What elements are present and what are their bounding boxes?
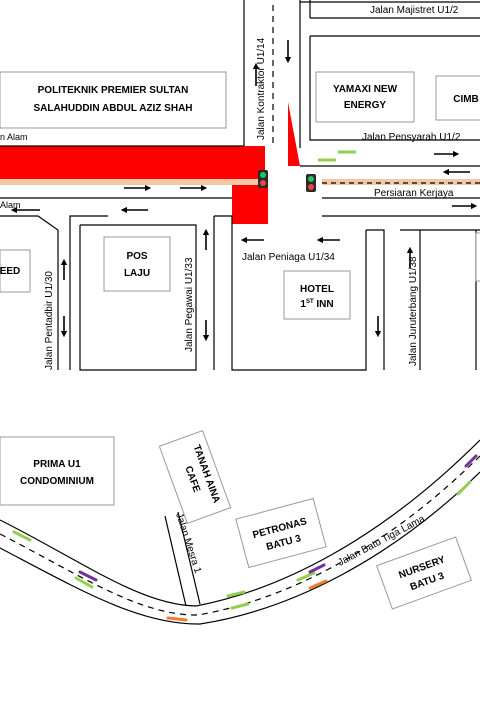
- batu-tiga-centre: [0, 455, 480, 616]
- lane-purple-b3: [464, 454, 478, 468]
- pentadbir-east-block: [69, 215, 108, 370]
- label-yamaxi-1: YAMAXI NEW: [333, 84, 398, 95]
- lane-marks-top: [318, 150, 356, 162]
- building-box-yamaxi: [315, 71, 415, 123]
- direction-arrows: [10, 40, 478, 342]
- building-box-hotel: [283, 270, 351, 320]
- label-persiaran: Persiaran Kerjaya: [374, 188, 454, 199]
- lane-green-b6: [456, 480, 472, 496]
- label-pos-1: POS: [126, 251, 147, 262]
- label-pegawai: Jalan Pegawai U1/33: [184, 257, 195, 352]
- label-yamaxi-2: ENERGY: [344, 100, 387, 111]
- building-box-cimb: [435, 75, 480, 121]
- lane-purple-b2: [308, 563, 326, 574]
- building-box-petronas: [235, 497, 327, 569]
- label-cimb: CIMB: [453, 94, 479, 105]
- juruterbang-west: [366, 229, 385, 370]
- label-hotel-2: 1ST INN: [300, 299, 333, 310]
- traffic-light-east: [306, 174, 316, 192]
- pegawai-block: [79, 224, 197, 371]
- pentadbir-west-block: [0, 215, 59, 370]
- congestion-junction-south: [232, 184, 268, 224]
- lane-purple-b1: [78, 570, 98, 582]
- mesra-edge-west: [164, 515, 187, 607]
- label-peniaga: Jalan Peniaga U1/34: [242, 252, 335, 263]
- building-box-prima: [0, 436, 115, 506]
- label-pentadbir: Jalan Pentadbir U1/30: [44, 271, 55, 370]
- label-pos-2: LAJU: [124, 268, 150, 279]
- label-kontraktor: Jalan Kontraktor U1/14: [256, 37, 267, 140]
- lane-green-b5: [296, 571, 316, 582]
- label-speed: EED: [0, 266, 20, 277]
- building-box-tanah: [158, 429, 232, 525]
- lane-orange-b2: [308, 579, 328, 590]
- building-box-pos: [103, 236, 171, 292]
- lane-green-b2: [74, 576, 94, 589]
- label-pensyarah: Jalan Pensyarah U1/2: [362, 132, 461, 143]
- building-boxes: [0, 71, 480, 506]
- congestion-zones: [0, 102, 300, 224]
- label-hotel-1: HOTEL: [300, 284, 334, 295]
- lane-green-b3: [226, 590, 246, 598]
- walkway-west: [0, 179, 265, 185]
- walkway-east: [322, 179, 480, 185]
- batu-tiga-north-edge: [0, 439, 480, 607]
- building-box-nursery: [376, 536, 472, 610]
- batu-tiga-south-edge: [0, 471, 480, 625]
- label-alam-bottom: Alam: [0, 200, 21, 210]
- label-politeknik-1: POLITEKNIK PREMIER SULTAN: [38, 85, 189, 96]
- label-prima-2: CONDOMINIUM: [20, 476, 94, 487]
- peniaga-block: [231, 230, 367, 371]
- road-edges: [0, 0, 480, 371]
- building-box-speed: [0, 249, 31, 293]
- mesra-edge-east: [177, 511, 201, 605]
- label-politeknik-2: SALAHUDDIN ABDUL AZIZ SHAH: [33, 103, 192, 114]
- congestion-kontraktor: [288, 102, 300, 166]
- walkway-bands: [0, 179, 480, 185]
- lane-marks-bottom: [12, 454, 478, 622]
- label-majistret: Jalan Majistret U1/2: [370, 5, 459, 16]
- traffic-light-west: [258, 170, 268, 188]
- lane-orange-b1: [166, 616, 188, 622]
- traffic-lights: [258, 170, 316, 192]
- label-prima-1: PRIMA U1: [33, 459, 81, 470]
- label-juruterbang: Jalan Juruterbang U1/38: [408, 256, 419, 366]
- pensyarah-block-edge: [309, 36, 480, 141]
- building-box-politeknik: [0, 71, 227, 129]
- congestion-main-road: [0, 146, 265, 184]
- batu-tiga-road: [0, 439, 480, 625]
- peniaga-west: [214, 215, 233, 230]
- lane-green-b1: [12, 530, 32, 542]
- building-box-juruterbang-far: [475, 232, 480, 282]
- label-alam-top: n Alam: [0, 132, 28, 142]
- lane-green-b4: [230, 602, 250, 610]
